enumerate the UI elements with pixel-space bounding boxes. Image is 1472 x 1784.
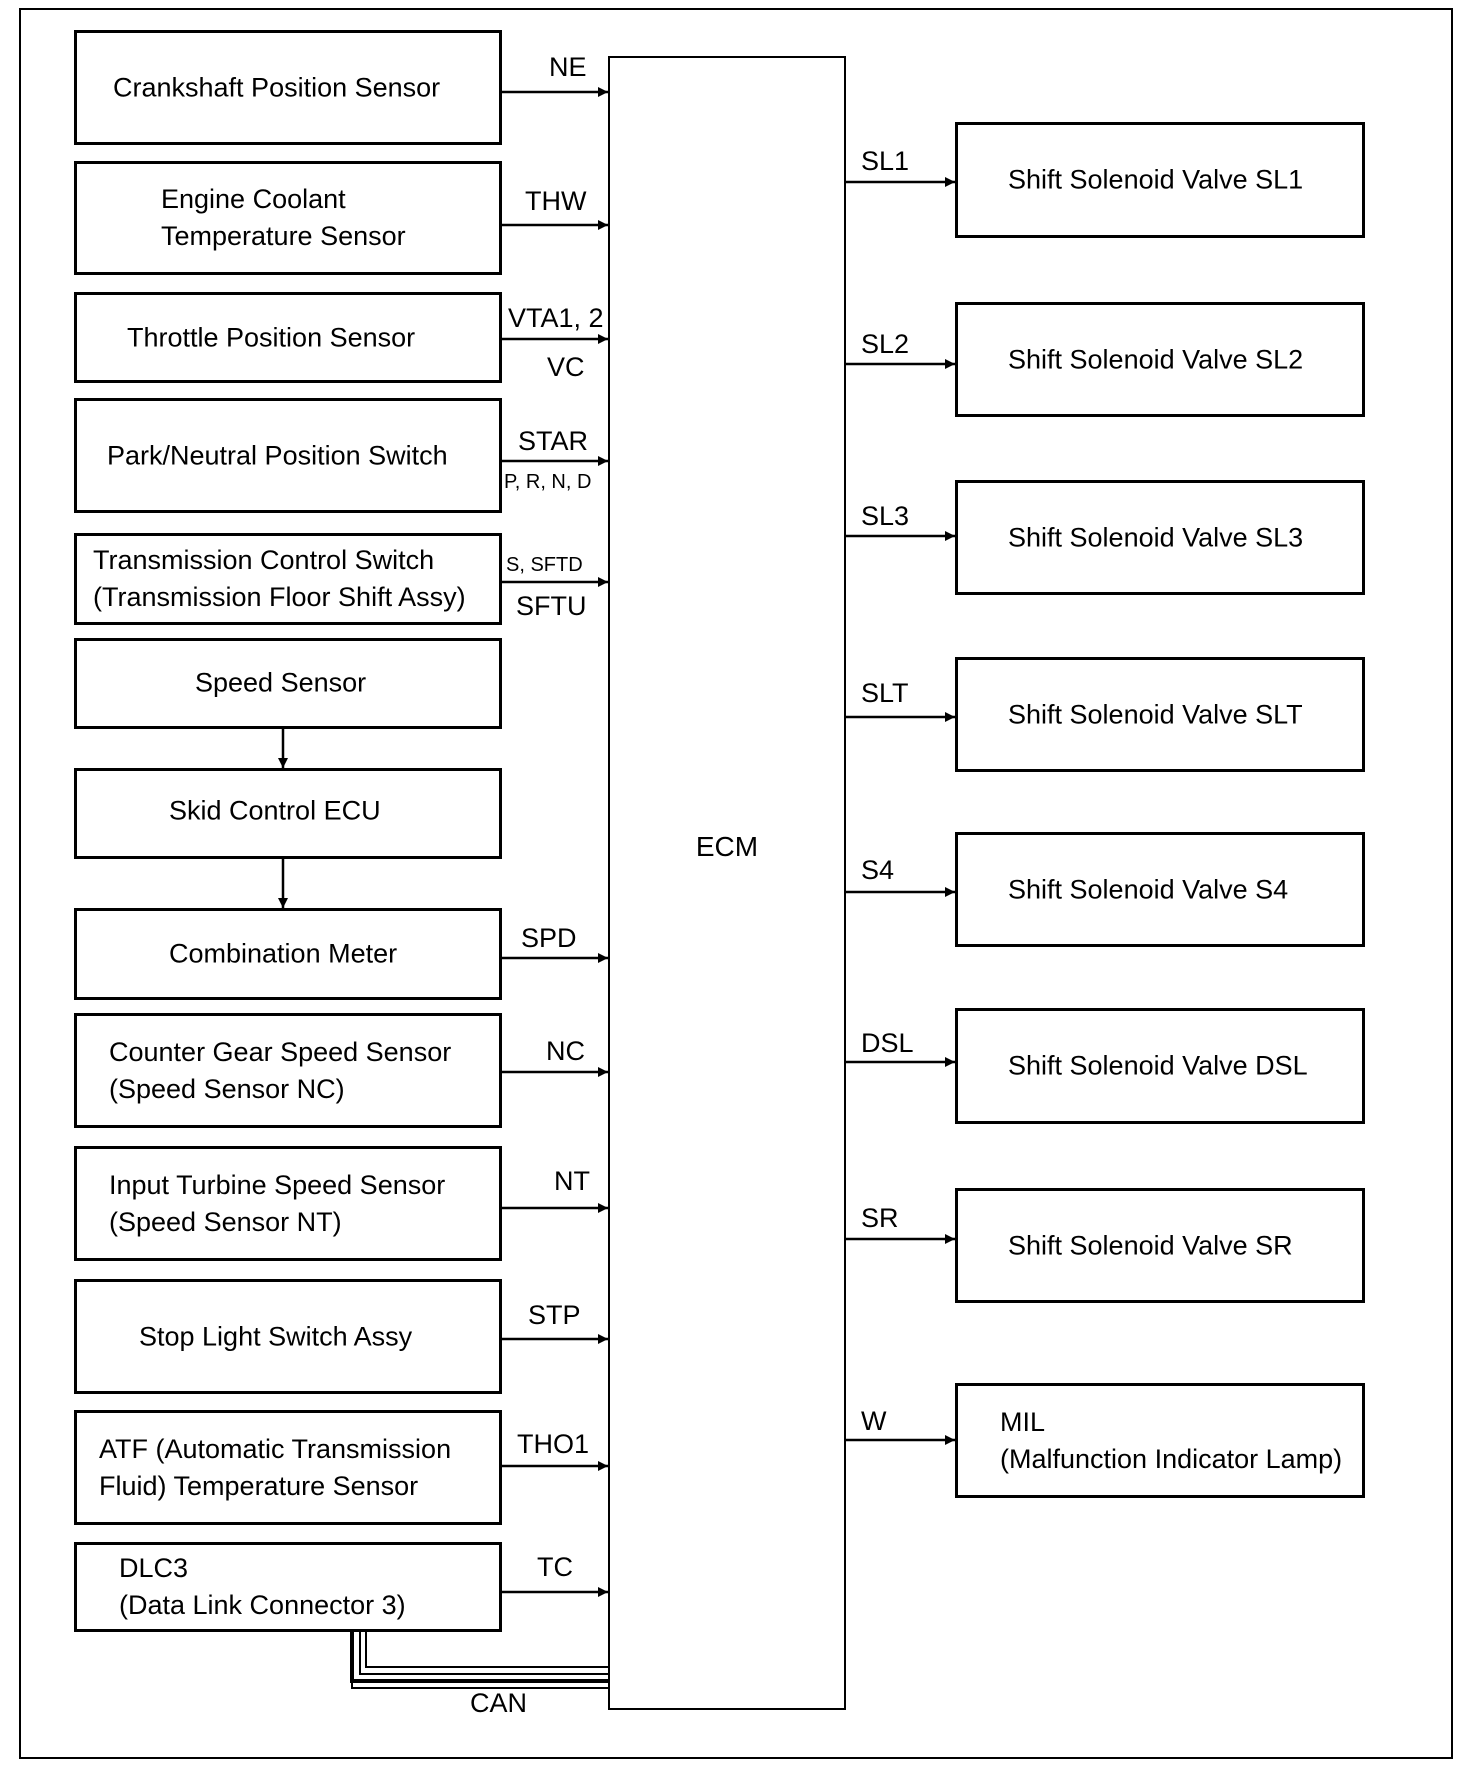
mil-box: MIL (Malfunction Indicator Lamp) [955,1383,1365,1498]
box-label: Skid Control ECU [169,795,381,826]
shift-solenoid-valve-sl1-box: Shift Solenoid Valve SL1 [955,122,1365,238]
box-label: Shift Solenoid Valve SR [1008,1230,1293,1260]
signal-label-sr: SR [861,1203,899,1233]
signal-label-star: STAR [518,426,589,456]
shift-solenoid-valve-sr-box: Shift Solenoid Valve SR [955,1188,1365,1303]
stop-light-switch-box: Stop Light Switch Assy [74,1279,502,1394]
signal-label-ne: NE [549,52,587,82]
box-label-line2: (Data Link Connector 3) [119,1590,406,1620]
box-label-line1: DLC3 [119,1553,189,1583]
signal-label-nt: NT [554,1166,590,1196]
box-label: Park/Neutral Position Switch [107,440,448,470]
box-label-line1: Input Turbine Speed Sensor [109,1169,446,1200]
signal-label-tc: TC [537,1552,573,1582]
box-label: Shift Solenoid Valve DSL [1008,1050,1308,1081]
box-label: Throttle Position Sensor [127,322,416,352]
signal-label-tho1: THO1 [517,1429,590,1459]
dlc3-box: DLC3 (Data Link Connector 3) [74,1542,502,1632]
counter-gear-speed-sensor-box: Counter Gear Speed Sensor (Speed Sensor N… [74,1013,502,1128]
signal-label-vta: VTA1, 2 [508,303,604,333]
box-label-line2: (Transmission Floor Shift Assy) [93,582,466,612]
skid-control-ecu-box: Skid Control ECU [74,768,502,859]
box-label: Shift Solenoid Valve SL3 [1008,522,1304,552]
speed-sensor-box: Speed Sensor [74,638,502,729]
signal-label-dsl: DSL [861,1028,914,1058]
ecm-label: ECM [695,831,759,862]
crankshaft-position-sensor-box: Crankshaft Position Sensor [74,30,502,145]
box-label-line2: (Malfunction Indicator Lamp) [1000,1443,1343,1474]
box-label: Shift Solenoid Valve S4 [1008,874,1289,904]
signal-label-spd: SPD [521,923,577,953]
can-bus-line [350,1631,608,1689]
box-label-line1: ATF (Automatic Transmission [99,1433,452,1464]
signal-label-nc: NC [546,1036,585,1066]
signal-label-prnd: P, R, N, D [504,471,592,493]
box-label-line2: (Speed Sensor NC) [109,1073,345,1104]
signal-label-s4: S4 [861,855,895,885]
shift-solenoid-valve-dsl-box: Shift Solenoid Valve DSL [955,1008,1365,1124]
input-turbine-speed-sensor-box: Input Turbine Speed Sensor (Speed Sensor … [74,1146,502,1261]
combination-meter-box: Combination Meter [74,908,502,1000]
box-label-line2: Temperature Sensor [161,221,406,251]
box-label-line1: MIL [1000,1406,1046,1437]
shift-solenoid-valve-s4-box: Shift Solenoid Valve S4 [955,832,1365,947]
box-label: Combination Meter [169,938,398,969]
shift-solenoid-valve-sl2-box: Shift Solenoid Valve SL2 [955,302,1365,417]
box-label: Shift Solenoid Valve SL2 [1008,344,1304,374]
box-label-line2: Fluid) Temperature Sensor [99,1470,419,1501]
can-label: CAN [470,1688,528,1718]
shift-solenoid-valve-slt-box: Shift Solenoid Valve SLT [955,657,1365,772]
transmission-control-switch-box: Transmission Control Switch (Transmission… [74,533,502,625]
signal-label-sl1: SL1 [861,146,910,176]
shift-solenoid-valve-sl3-box: Shift Solenoid Valve SL3 [955,480,1365,595]
ecm-block: ECM [608,56,846,1710]
signal-label-sftu: SFTU [516,591,587,621]
box-label-line1: Transmission Control Switch [93,545,435,575]
signal-label-sl3: SL3 [861,501,910,531]
park-neutral-position-switch-box: Park/Neutral Position Switch [74,398,502,513]
box-label: Stop Light Switch Assy [139,1321,413,1351]
box-label-line2: (Speed Sensor NT) [109,1206,342,1237]
box-label: Shift Solenoid Valve SL1 [1008,164,1304,195]
signal-label-thw: THW [525,186,587,216]
box-label: Crankshaft Position Sensor [113,72,441,102]
box-label-line1: Engine Coolant [161,184,346,214]
box-label: Shift Solenoid Valve SLT [1008,699,1303,729]
signal-label-s-sftd: S, SFTD [506,554,583,576]
box-label: Speed Sensor [195,667,367,698]
throttle-position-sensor-box: Throttle Position Sensor [74,292,502,383]
signal-label-w: W [861,1406,887,1436]
signal-label-vc: VC [547,352,585,382]
signal-label-sl2: SL2 [861,329,910,359]
signal-label-stp: STP [528,1300,581,1330]
signal-label-slt: SLT [861,678,909,708]
box-label-line1: Counter Gear Speed Sensor [109,1036,452,1067]
diagram-frame [19,8,1453,1759]
